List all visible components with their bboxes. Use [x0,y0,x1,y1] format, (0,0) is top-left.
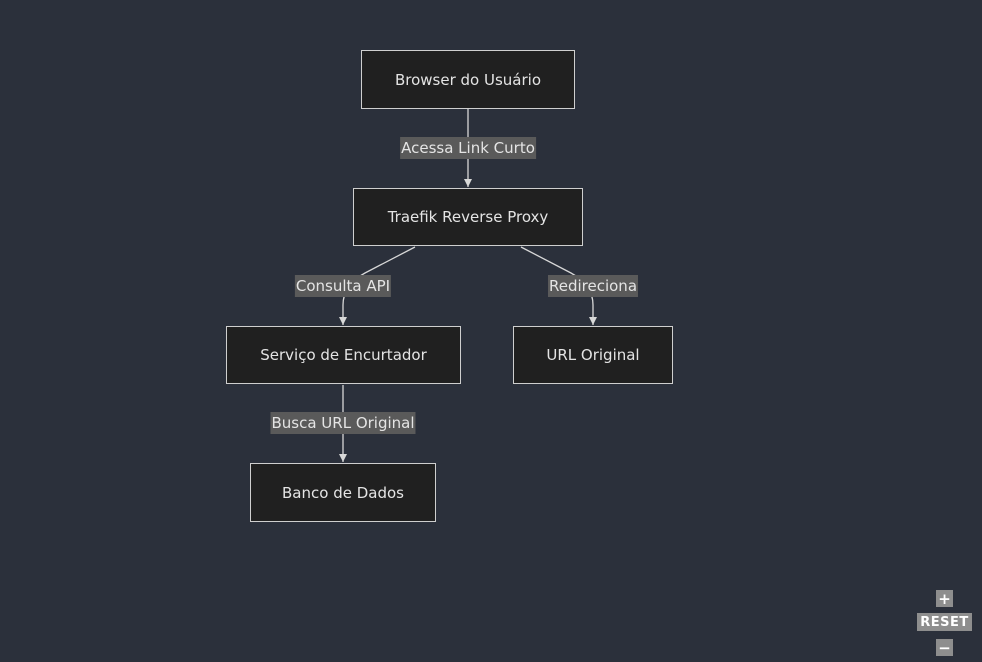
node-traefik-reverse-proxy: Traefik Reverse Proxy [353,188,583,246]
reset-button[interactable]: RESET [917,613,972,631]
node-banco-de-dados: Banco de Dados [250,463,436,522]
edge-label-redireciona: Redireciona [547,275,639,297]
zoom-in-button[interactable]: + [936,590,953,608]
zoom-out-button[interactable]: − [936,639,953,657]
node-servico-de-encurtador: Serviço de Encurtador [226,326,461,384]
edge-label-acessa-link-curto: Acessa Link Curto [400,137,536,159]
node-browser-do-usuario: Browser do Usuário [361,50,575,109]
node-url-original: URL Original [513,326,673,384]
edge-label-busca-url-original: Busca URL Original [270,412,416,434]
edge-label-consulta-api: Consulta API [294,275,392,297]
